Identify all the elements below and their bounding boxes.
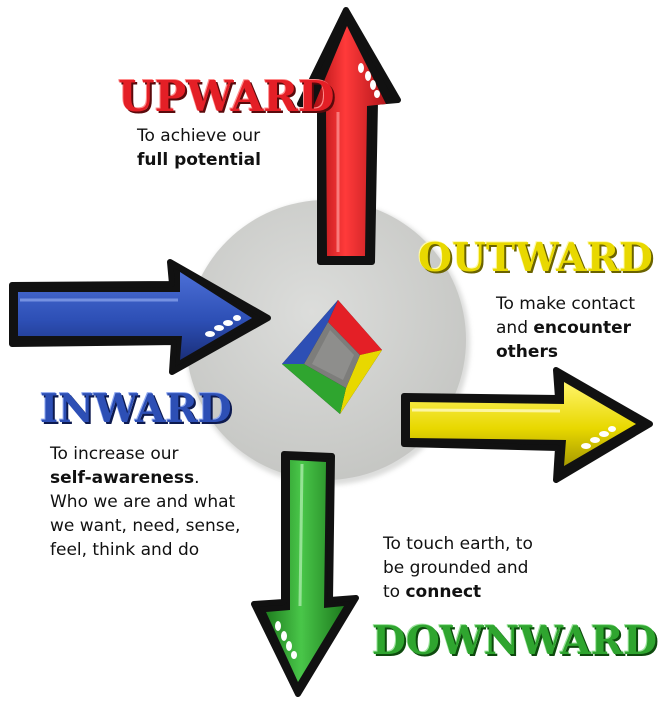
outward-heading: OUTWARD xyxy=(418,235,653,281)
upward-heading: UPWARD xyxy=(118,72,335,121)
description-line: Who we are and what xyxy=(50,490,280,514)
downward-arrow-icon xyxy=(251,451,359,697)
description-line: we want, need, sense, xyxy=(50,514,280,538)
description-line: to connect xyxy=(383,580,583,604)
description-text: we want, need, sense, xyxy=(50,516,241,536)
upward-description: To achieve our full potential xyxy=(137,124,307,172)
description-line: To touch earth, to xyxy=(383,532,583,556)
description-text: To increase our xyxy=(50,444,179,464)
description-line: To increase our xyxy=(50,442,280,466)
description-text: to xyxy=(383,582,406,602)
inward-heading: INWARD xyxy=(40,386,232,432)
description-emphasis: self-awareness xyxy=(50,468,195,488)
downward-heading: DOWNWARD xyxy=(372,618,658,664)
description-line: full potential xyxy=(137,148,307,172)
description-line: others xyxy=(496,340,656,364)
description-text: To make contact xyxy=(496,294,635,314)
description-emphasis: others xyxy=(496,342,558,362)
description-text: Who we are and what xyxy=(50,492,236,512)
upward-arrow-icon xyxy=(297,7,401,265)
description-text: feel, think and do xyxy=(50,540,200,560)
description-text: be grounded and xyxy=(383,558,529,578)
description-punctuation: . xyxy=(194,468,200,488)
description-text: To achieve our xyxy=(137,126,261,146)
four-color-cube-icon xyxy=(282,300,382,414)
description-emphasis: full potential xyxy=(137,150,261,170)
description-text: To touch earth, to xyxy=(383,534,533,554)
description-text: and xyxy=(496,318,534,338)
inward-arrow-icon xyxy=(9,259,271,375)
description-line: To make contact xyxy=(496,292,656,316)
description-emphasis: encounter xyxy=(533,318,632,338)
description-line: self-awareness. xyxy=(50,466,280,490)
outward-arrow-icon xyxy=(401,367,653,483)
description-line: be grounded and xyxy=(383,556,583,580)
description-line: and encounter xyxy=(496,316,656,340)
description-emphasis: connect xyxy=(405,582,482,602)
description-line: To achieve our xyxy=(137,124,307,148)
description-line: feel, think and do xyxy=(50,538,280,562)
